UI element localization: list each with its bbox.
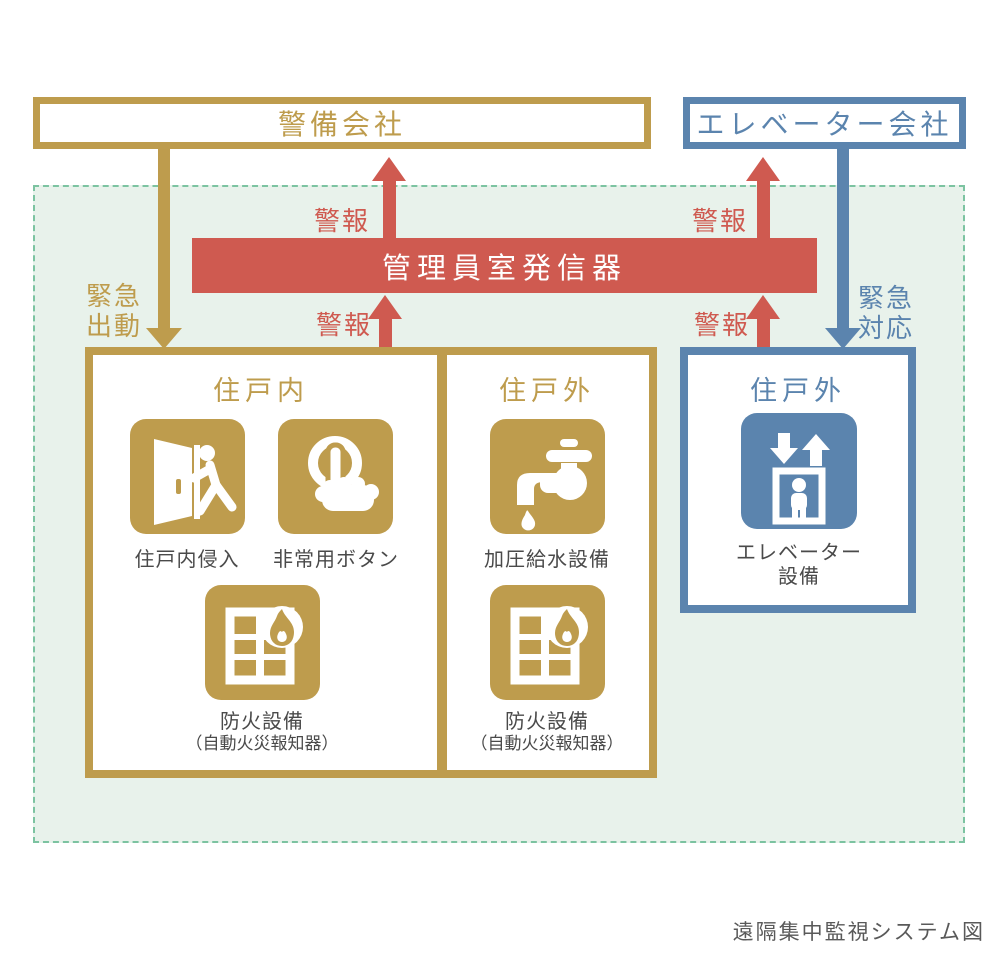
item-label-elevator-line2: 設備 [778, 566, 820, 588]
security-company-label: 警備会社 [277, 109, 406, 140]
residence-box [85, 347, 657, 778]
section-header-outside: 住戸外 [499, 376, 595, 406]
security-company-box: 警備会社 [33, 97, 651, 149]
alarm-arrow-top-right-shaft [757, 179, 770, 238]
item-label-fire-outside: 防火設備 [505, 711, 589, 733]
elevator-connector-arrowhead [825, 328, 861, 349]
emergency-response-label: 緊急 対応 [858, 283, 914, 343]
security-connector-line [158, 148, 170, 330]
alarm-arrow-top-right-head [746, 157, 780, 181]
emergency-button-icon [278, 419, 393, 534]
alarm-arrow-top-left-head [372, 157, 406, 181]
alarm-label-bottom-left: 警報 [316, 310, 373, 340]
section-header-elevator-outside: 住戸外 [750, 376, 846, 406]
item-label-emergency-button: 非常用ボタン [273, 549, 399, 571]
alarm-arrow-top-left-shaft [383, 179, 396, 238]
alarm-label-top-left: 警報 [314, 206, 371, 236]
item-sublabel-fire-outside: （自動火災報知器） [470, 734, 624, 753]
emergency-dispatch-line2: 出動 [86, 311, 143, 341]
faucet-icon [490, 419, 605, 534]
elevator-company-box: エレベーター会社 [683, 97, 966, 149]
fire-window-icon [490, 585, 605, 700]
door-intrusion-icon [130, 419, 245, 534]
elevator-company-label: エレベーター会社 [696, 109, 953, 140]
item-label-intrusion: 住戸内侵入 [134, 549, 240, 571]
alarm-label-top-right: 警報 [692, 206, 749, 236]
item-label-water-supply: 加圧給水設備 [484, 549, 610, 571]
item-label-elevator: エレベーター 設備 [718, 541, 880, 589]
section-header-inside: 住戸内 [213, 376, 309, 406]
alarm-label-bottom-right: 警報 [694, 310, 751, 340]
elevator-icon [741, 413, 857, 529]
emergency-response-line2: 対応 [858, 313, 915, 343]
residence-section-divider [437, 347, 447, 778]
alarm-arrow-bottom-left-shaft [379, 317, 392, 347]
transmitter-box: 管理員室発信器 [192, 238, 817, 293]
diagram-caption: 遠隔集中監視システム図 [732, 920, 985, 944]
item-label-elevator-line1: エレベーター [736, 542, 862, 564]
emergency-response-line1: 緊急 [858, 283, 915, 313]
security-connector-arrowhead [146, 328, 182, 349]
alarm-arrow-bottom-right-head [746, 295, 780, 319]
item-sublabel-fire-inside: （自動火災報知器） [185, 734, 339, 753]
item-label-fire-inside: 防火設備 [220, 711, 304, 733]
alarm-arrow-bottom-right-shaft [757, 317, 770, 347]
elevator-connector-line [837, 148, 849, 330]
fire-window-icon [205, 585, 320, 700]
transmitter-label: 管理員室発信器 [381, 252, 627, 285]
alarm-arrow-bottom-left-head [368, 295, 402, 319]
emergency-dispatch-label: 緊急 出動 [86, 281, 142, 341]
emergency-dispatch-line1: 緊急 [86, 281, 143, 311]
